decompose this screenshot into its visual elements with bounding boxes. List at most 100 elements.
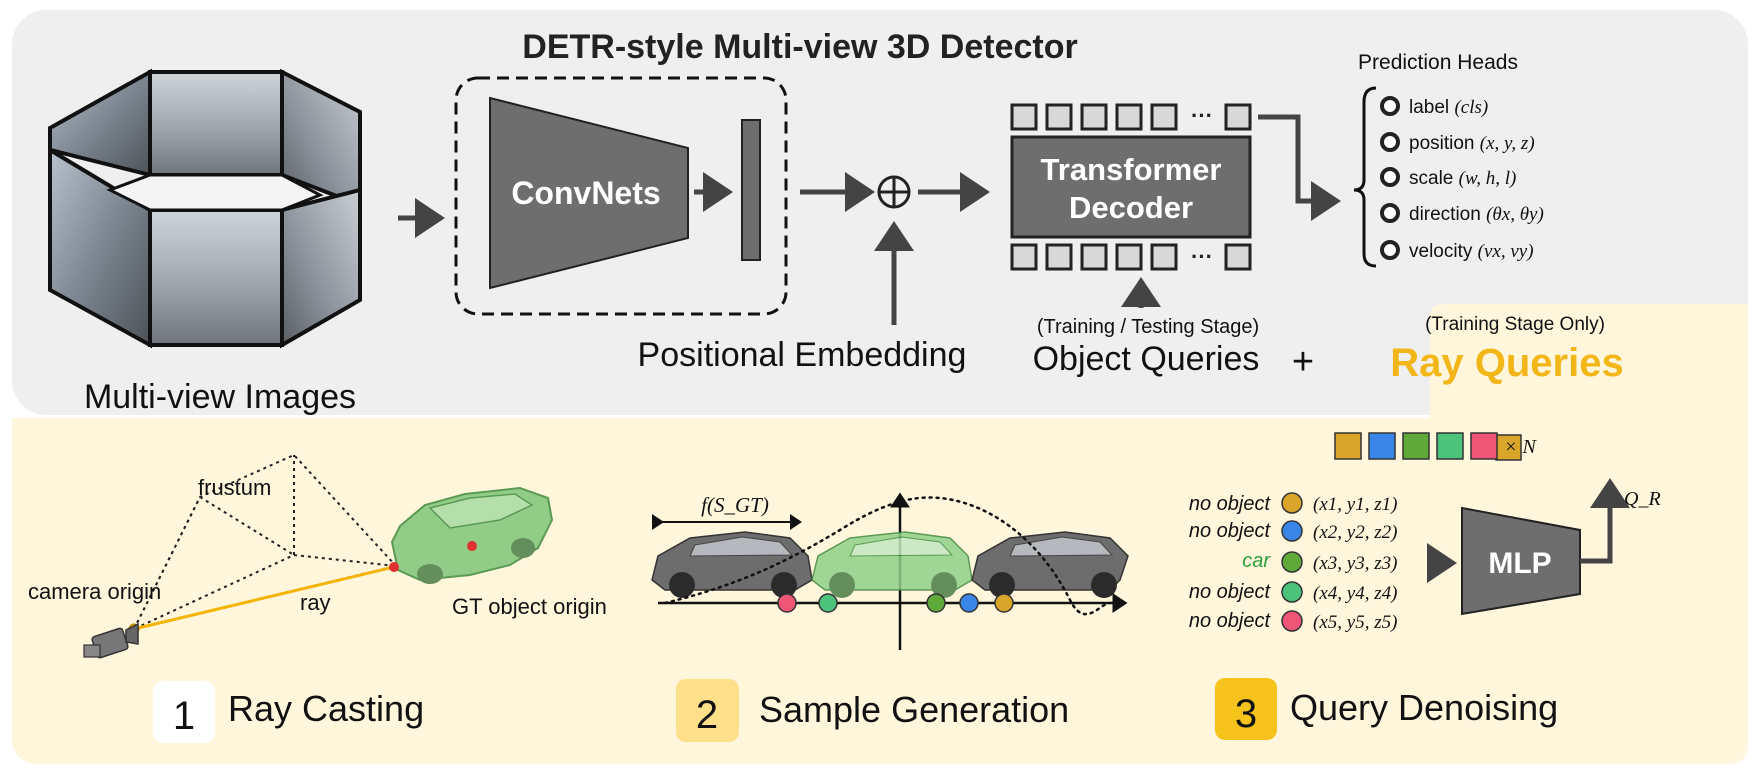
head-label: velocity xyxy=(1409,241,1473,262)
ray-query-swatch-1 xyxy=(1334,432,1362,460)
top-panel xyxy=(12,10,1748,415)
object-queries-label: Object Queries xyxy=(1033,340,1260,378)
query-row-dot xyxy=(1281,492,1303,514)
mlp-label: MLP xyxy=(1488,547,1551,580)
right-car-icon xyxy=(971,531,1129,598)
sampling-distribution-curve xyxy=(663,496,1112,616)
arrow-decoder-to-heads xyxy=(1258,114,1341,221)
query-row-label: no object xyxy=(1189,493,1272,515)
diagram-title: DETR-style Multi-view 3D Detector xyxy=(522,28,1077,66)
head-bullet-icon xyxy=(1380,203,1400,223)
svg-text:scale (w, h, l): scale (w, h, l) xyxy=(1409,168,1516,189)
sample-point-icon xyxy=(818,593,838,613)
ray-query-swatch-2 xyxy=(1368,432,1396,460)
transformer-decoder-label-1: Transformer xyxy=(1041,152,1222,187)
gt-origin-dot xyxy=(467,541,477,551)
positional-embedding-label: Positional Embedding xyxy=(638,336,967,374)
query-row-coords: (x2, y2, z2) xyxy=(1313,522,1397,543)
heads-brace xyxy=(1353,86,1377,268)
camera-view-center-back xyxy=(148,70,284,177)
ray-queries-note: (Training Stage Only) xyxy=(1425,314,1605,335)
query-row-dot xyxy=(1281,610,1303,632)
head-param: (cls) xyxy=(1454,97,1488,118)
query-row-coords: (x1, y1, z1) xyxy=(1313,494,1397,515)
ray-casting-illustration xyxy=(83,453,554,659)
ray-queries-multiplier: × N xyxy=(1504,436,1537,458)
camera-origin-label: camera origin xyxy=(28,579,161,604)
head-bullet-icon xyxy=(1380,96,1400,116)
input-ellipsis: ··· xyxy=(1191,244,1213,269)
head-param: (vx, vy) xyxy=(1478,241,1534,262)
head-param: (w, h, l) xyxy=(1459,168,1517,189)
head-bullet-icon xyxy=(1380,167,1400,187)
convnets-label: ConvNets xyxy=(511,175,660,211)
head-label: direction xyxy=(1409,204,1481,225)
ring-top-opening xyxy=(106,173,324,212)
svg-text:position (x, y, z): position (x, y, z) xyxy=(1409,133,1535,154)
gt-car-icon xyxy=(390,486,554,584)
head-label: label xyxy=(1409,97,1449,118)
sample-point-icon xyxy=(994,593,1014,613)
step-1-number: 1 xyxy=(173,694,195,738)
left-car-icon xyxy=(651,531,813,598)
arrow-mlp-to-qr xyxy=(1580,478,1630,564)
step-3-number: 3 xyxy=(1235,692,1257,736)
qr-label: Q_R xyxy=(1624,488,1661,510)
step-2-label: Sample Generation xyxy=(759,689,1069,730)
step-2-badge xyxy=(676,679,739,742)
head-label: position xyxy=(1409,133,1475,154)
head-bullet-icon xyxy=(1380,132,1400,152)
query-row-coords: (x4, y4, z4) xyxy=(1313,583,1397,604)
sample-point-icon xyxy=(926,593,946,613)
multiview-images xyxy=(48,68,362,349)
convnets-dashed-box xyxy=(454,76,788,316)
camera-view-right-front xyxy=(280,187,362,349)
frustum-label: frustum xyxy=(198,475,271,500)
transformer-decoder-label-2: Decoder xyxy=(1069,190,1193,225)
step-1-badge xyxy=(153,681,215,743)
svg-text:label (cls): label (cls) xyxy=(1409,97,1488,118)
ray-label: ray xyxy=(300,590,331,615)
object-queries-note: (Training / Testing Stage) xyxy=(1037,316,1259,338)
plus-sign: + xyxy=(1292,341,1314,383)
query-row-coords: (x3, y3, z3) xyxy=(1313,553,1397,574)
query-row-label: no object xyxy=(1189,610,1272,632)
query-row-label: no object xyxy=(1189,581,1272,603)
multiview-images-label: Multi-view Images xyxy=(84,378,356,416)
query-row-label: no object xyxy=(1189,520,1272,542)
output-token-row xyxy=(1010,103,1252,131)
sample-point-icon xyxy=(959,593,979,613)
head-bullet-icon xyxy=(1380,240,1400,260)
head-label: scale xyxy=(1409,168,1453,189)
ray-line xyxy=(133,565,395,631)
head-param: (θx, θy) xyxy=(1486,204,1544,225)
ray-query-swatch-3 xyxy=(1402,432,1430,460)
step-3-label: Query Denoising xyxy=(1290,687,1558,728)
center-car-icon xyxy=(811,531,973,598)
width-label: f(S_GT) xyxy=(701,493,769,517)
camera-icon xyxy=(83,622,139,659)
camera-view-center-front xyxy=(148,208,284,347)
transformer-decoder-block xyxy=(1010,135,1252,239)
feature-map-bar xyxy=(741,119,761,261)
sample-generation-illustration xyxy=(651,492,1129,650)
ray-sample-dot xyxy=(389,562,399,572)
sample-point-icon xyxy=(777,593,797,613)
query-row-label: car xyxy=(1242,550,1271,572)
gt-object-origin-label: GT object origin xyxy=(452,594,607,619)
head-param: (x, y, z) xyxy=(1480,133,1535,154)
mlp-block xyxy=(1461,506,1581,616)
ray-query-swatch-4 xyxy=(1436,432,1464,460)
step-3-badge xyxy=(1215,678,1277,740)
query-denoising-list: no object (x1, y1, z1) no object (x2, y2… xyxy=(1189,492,1397,633)
ray-queries-label: Ray Queries xyxy=(1390,341,1623,385)
step-1-label: Ray Casting xyxy=(228,688,424,729)
step-2-number: 2 xyxy=(696,693,718,737)
convnets-block xyxy=(489,96,689,290)
input-token-row xyxy=(1010,243,1252,271)
ray-query-swatch-5 xyxy=(1470,432,1498,460)
query-row-coords: (x5, y5, z5) xyxy=(1313,612,1397,633)
svg-text:velocity (vx, vy): velocity (vx, vy) xyxy=(1409,241,1534,262)
svg-text:direction (θx, θy): direction (θx, θy) xyxy=(1409,204,1544,225)
